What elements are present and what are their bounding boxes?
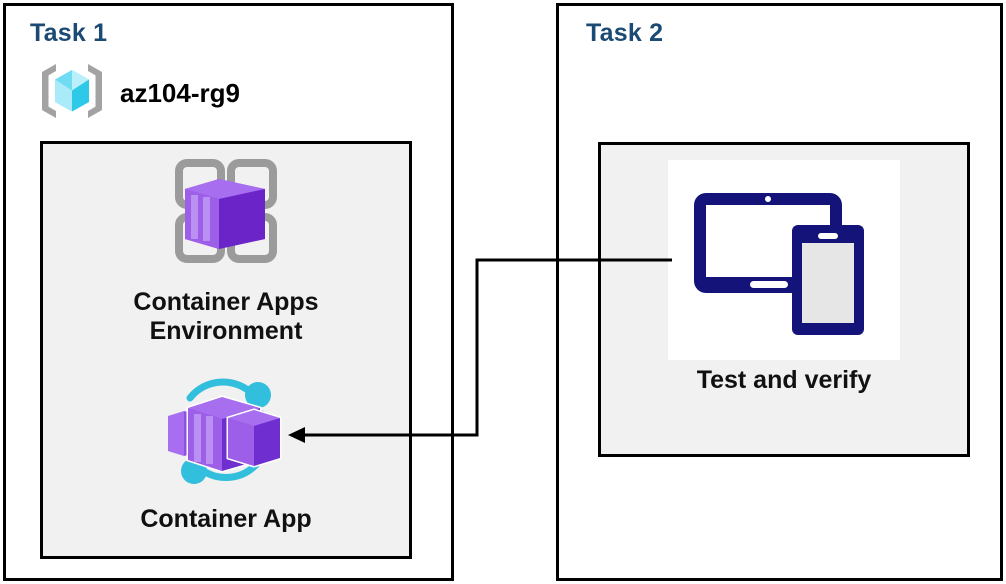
resource-group-label: az104-rg9 — [120, 78, 240, 108]
task-2-title: Task 2 — [586, 19, 664, 47]
resource-group-row: az104-rg9 — [38, 60, 240, 127]
devices-test-icon — [684, 173, 884, 348]
container-apps-environment-item: Container Apps Environment — [40, 155, 412, 345]
test-and-verify-caption: Test and verify — [696, 366, 872, 394]
container-apps-environment-caption: Container Apps Environment — [133, 288, 319, 345]
container-app-caption: Container App — [140, 505, 312, 533]
container-app-item: Container App — [40, 372, 412, 534]
test-and-verify-item: Test and verify — [598, 160, 970, 395]
device-icon-plate — [668, 160, 900, 360]
task-1-title: Task 1 — [30, 19, 108, 47]
resource-group-icon — [38, 60, 106, 127]
container-apps-environment-icon — [153, 155, 299, 282]
container-app-icon — [150, 372, 302, 499]
